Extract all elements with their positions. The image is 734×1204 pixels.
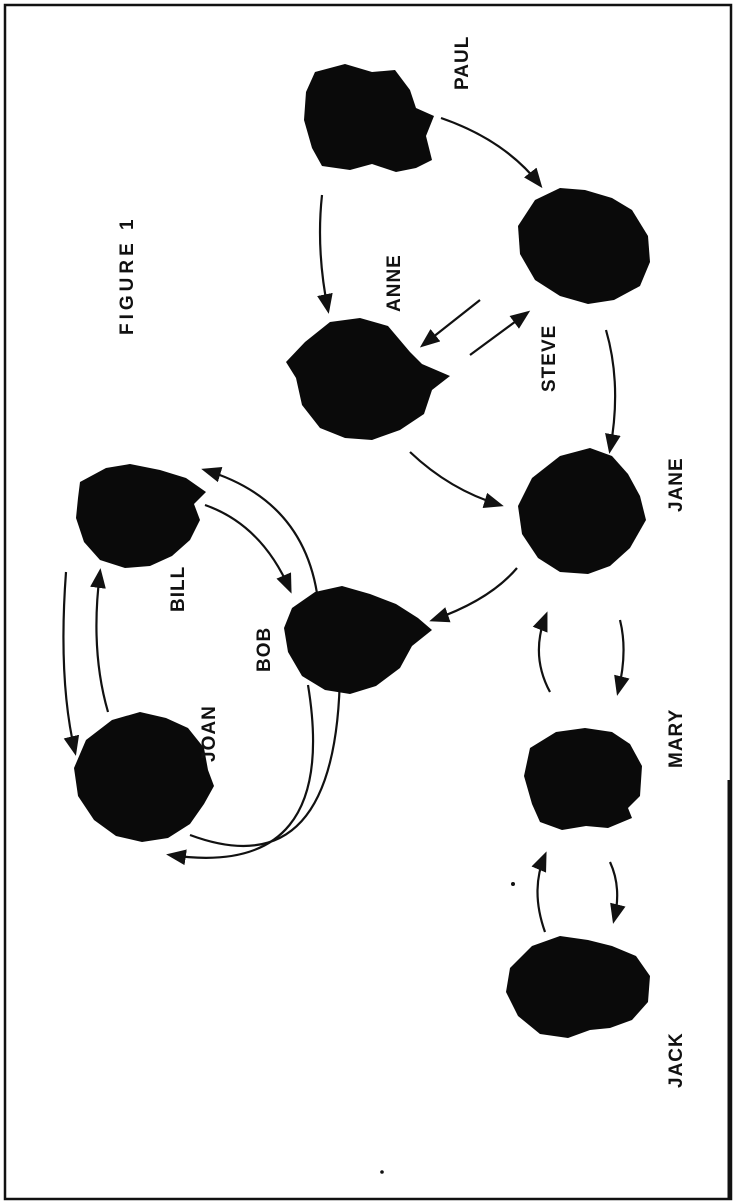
node-jack-head (506, 936, 650, 1038)
node-label-jane: JANE (666, 457, 687, 512)
edge-bob-joan (166, 684, 315, 866)
edge-jane-mary (614, 619, 630, 696)
edge-bill-joan (62, 571, 80, 756)
edge-anne-steve (469, 310, 531, 356)
edge-bill-bob (204, 503, 292, 594)
node-label-anne: ANNE (384, 254, 405, 312)
node-label-mary: MARY (666, 709, 687, 768)
edge-steve-jane (604, 329, 621, 454)
figure-frame (3, 3, 733, 1201)
node-group (74, 64, 650, 1038)
edge-bob-bill (201, 466, 320, 601)
scan-speck (380, 1170, 384, 1174)
node-steve-head (518, 188, 650, 304)
edge-mary-jane (532, 611, 551, 693)
edge-paul-steve (440, 116, 543, 189)
node-anne-head (286, 318, 450, 440)
edge-jane-bob (429, 567, 518, 623)
node-paul-head (304, 64, 434, 172)
label-group: PAUL ANNE STEVE JANE BILL BOB JOAN MARY … (168, 36, 687, 1088)
node-label-bill: BILL (168, 566, 189, 612)
node-bob-head (284, 586, 432, 694)
node-label-bob: BOB (254, 627, 275, 672)
node-label-joan: JOAN (199, 705, 220, 762)
node-jane-head (518, 448, 646, 574)
edge-jack-mary (531, 851, 547, 933)
figure-title: FIGURE 1 (117, 215, 138, 335)
node-mary-head (524, 728, 642, 830)
edge-mary-jack (609, 861, 626, 924)
node-bill-head (76, 464, 206, 568)
edge-steve-anne (419, 299, 481, 348)
node-label-steve: STEVE (539, 325, 560, 392)
edge-anne-jane (409, 451, 504, 509)
edge-group (62, 116, 630, 933)
node-joan-head (74, 712, 214, 842)
edge-joan-bill (90, 568, 110, 713)
edge-joan-bob (189, 666, 348, 848)
node-label-jack: JACK (666, 1032, 687, 1088)
edge-paul-anne (317, 194, 333, 314)
node-label-paul: PAUL (452, 36, 473, 90)
scan-speck (511, 882, 515, 886)
